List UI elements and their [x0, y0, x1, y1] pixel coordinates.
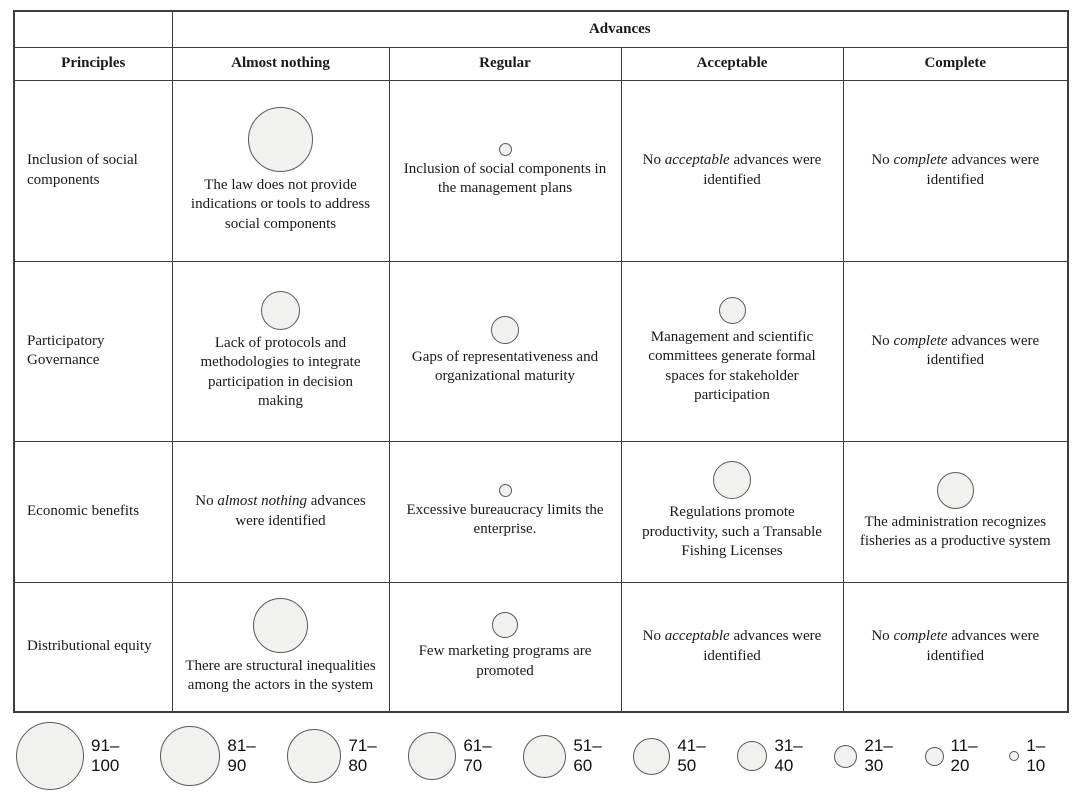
- cell-inclusion-almost-nothing: The law does not provide indications or …: [171, 79, 390, 262]
- cell-distributional-almost-nothing: There are structural inequalities among …: [171, 581, 390, 713]
- cell-inclusion-acceptable: No acceptable advances were identified: [620, 79, 844, 262]
- cell-participatory-almost-nothing: Lack of protocols and methodologies to i…: [171, 260, 390, 442]
- cell-distributional-acceptable: No acceptable advances were identified: [620, 581, 844, 713]
- column-header-acceptable: Acceptable: [620, 46, 844, 81]
- legend-bubble: [160, 726, 221, 786]
- table-row: Distributional equity There are structur…: [13, 581, 1069, 713]
- cell-economic-almost-nothing: No almost nothing advances were identifi…: [171, 440, 390, 583]
- legend-bubble: [408, 732, 457, 780]
- legend-label: 91–100: [91, 736, 120, 775]
- legend-label: 11–20: [950, 736, 978, 775]
- cell-note: No acceptable advances were identified: [642, 152, 822, 188]
- legend-bubble: [633, 737, 671, 775]
- score-bubble: [491, 315, 519, 344]
- cell-note: Few marketing programs are promoted: [418, 643, 592, 679]
- legend-bubble: [1009, 751, 1020, 761]
- table-row: Economic benefits No almost nothing adva…: [13, 440, 1069, 583]
- legend-item-11-20: 11–20: [924, 736, 997, 776]
- principle-label-inclusion: Inclusion of social components: [13, 79, 173, 262]
- cell-note: The law does not provide indications or …: [190, 176, 371, 232]
- score-bubble: [253, 597, 308, 653]
- cell-economic-complete: The administration recognizes fisheries …: [842, 440, 1069, 583]
- cell-economic-regular: Excessive bureaucracy limits the enterpr…: [388, 440, 622, 583]
- legend-item-21-30: 21–30: [834, 736, 911, 776]
- cell-participatory-regular: Gaps of representativeness and organizat…: [388, 260, 622, 442]
- cell-note: No complete advances were identified: [871, 332, 1040, 369]
- legend-item-61-70: 61–70: [408, 732, 510, 780]
- legend-item-51-60: 51–60: [523, 734, 620, 778]
- table-row: Participatory Governance Lack of protoco…: [13, 260, 1069, 442]
- score-bubble: [492, 612, 518, 639]
- advances-group-header: Advances: [171, 10, 1069, 48]
- legend-label: 51–60: [573, 736, 602, 775]
- score-bubble: [248, 106, 313, 172]
- table-row: Inclusion of social components The law d…: [13, 79, 1069, 262]
- cell-note: No acceptable advances were identified: [642, 628, 822, 664]
- score-bubble: [936, 471, 974, 509]
- cell-inclusion-regular: Inclusion of social components in the ma…: [388, 79, 622, 262]
- legend-item-31-40: 31–40: [737, 736, 821, 776]
- cell-note: No almost nothing advances were identifi…: [195, 493, 366, 529]
- cell-participatory-acceptable: Management and scientific committees gen…: [620, 260, 844, 442]
- cell-note: No complete advances were identified: [871, 152, 1040, 188]
- cell-participatory-complete: No complete advances were identified: [842, 260, 1069, 442]
- cell-note: No complete advances were identified: [871, 628, 1040, 664]
- cell-note: Regulations promote productivity, such a…: [642, 504, 822, 560]
- legend-label: 81–90: [227, 736, 256, 775]
- cell-inclusion-complete: No complete advances were identified: [842, 79, 1069, 262]
- cell-note: Excessive bureaucracy limits the enterpr…: [406, 501, 604, 538]
- column-header-complete: Complete: [842, 46, 1069, 81]
- legend-label: 21–30: [864, 736, 893, 775]
- legend-item-71-80: 71–80: [287, 729, 395, 783]
- principle-label-participatory: Participatory Governance: [13, 260, 173, 442]
- cell-economic-acceptable: Regulations promote productivity, such a…: [620, 440, 844, 583]
- legend-bubble: [924, 746, 944, 766]
- legend-item-41-50: 41–50: [633, 736, 724, 776]
- score-bubble: [718, 296, 746, 324]
- cell-note: There are structural inequalities among …: [185, 657, 376, 694]
- legend-item-91-100: 91–100: [16, 722, 147, 790]
- legend-label: 31–40: [774, 736, 803, 775]
- legend-label: 1–10: [1026, 736, 1046, 775]
- principle-label-economic: Economic benefits: [13, 440, 173, 583]
- bubble-size-legend: 91–100 81–90 71–80 61–70 51–60 41–50 31–…: [16, 718, 1064, 794]
- legend-bubble: [287, 729, 342, 783]
- cell-distributional-regular: Few marketing programs are promoted: [388, 581, 622, 713]
- legend-label: 41–50: [677, 736, 706, 775]
- cell-note: Lack of protocols and methodologies to i…: [200, 334, 361, 410]
- legend-bubble: [523, 734, 567, 778]
- cell-note: Inclusion of social components in the ma…: [403, 160, 607, 197]
- score-bubble: [498, 142, 512, 156]
- corner-empty-cell: [13, 10, 173, 48]
- score-bubble: [498, 483, 512, 497]
- score-bubble: [261, 290, 300, 330]
- legend-bubble: [834, 744, 858, 768]
- legend-item-81-90: 81–90: [160, 726, 274, 786]
- column-header-regular: Regular: [388, 46, 622, 81]
- advances-matrix-table: Advances Principles Almost nothing Regul…: [13, 10, 1070, 713]
- cell-note: Gaps of representativeness and organizat…: [411, 348, 599, 385]
- cell-note: The administration recognizes fisheries …: [859, 513, 1051, 550]
- principles-column-header: Principles: [13, 46, 173, 81]
- principle-label-distributional: Distributional equity: [13, 581, 173, 713]
- legend-label: 71–80: [348, 736, 377, 775]
- cell-note: Management and scientific committees gen…: [648, 328, 816, 404]
- legend-item-1-10: 1–10: [1009, 736, 1064, 776]
- score-bubble: [713, 461, 751, 500]
- legend-bubble: [737, 741, 768, 771]
- legend-label: 61–70: [463, 736, 492, 775]
- legend-bubble: [16, 722, 84, 790]
- column-header-almost-nothing: Almost nothing: [171, 46, 390, 81]
- cell-distributional-complete: No complete advances were identified: [842, 581, 1069, 713]
